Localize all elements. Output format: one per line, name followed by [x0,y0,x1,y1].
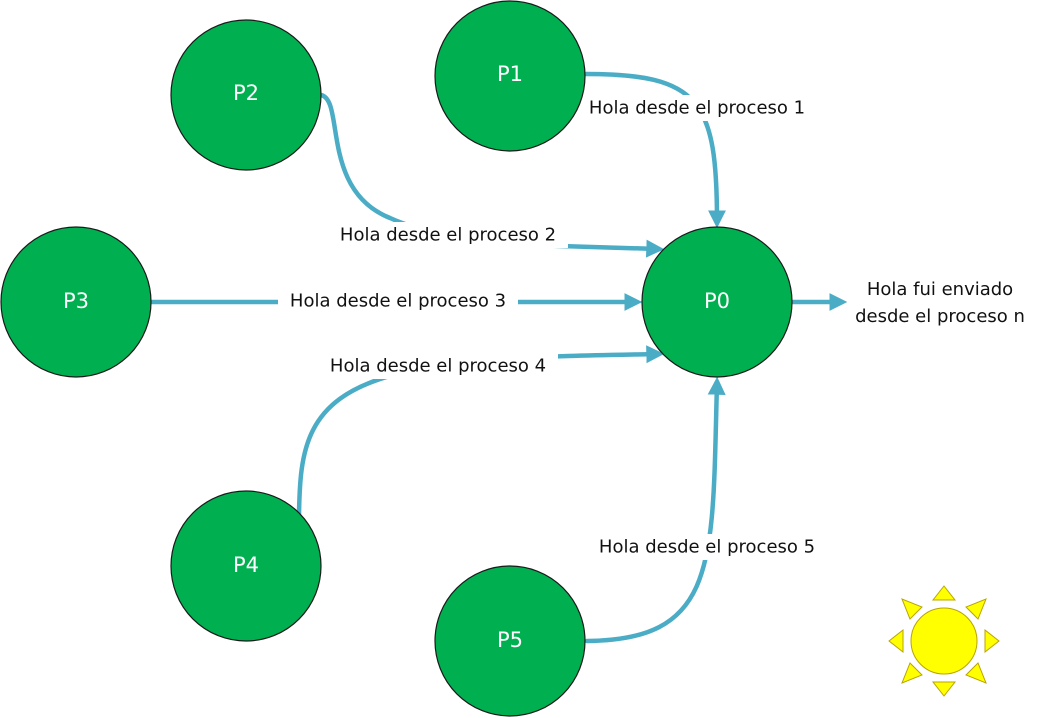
edge-label-4: Hola desde el proceso 4 [330,356,546,377]
sun-ray-top-left [901,598,923,620]
output-text: Hola fui enviado desde el proceso n [855,279,1025,327]
edge-label-5: Hola desde el proceso 5 [599,537,815,558]
edge-label-bg-3 [278,288,518,314]
edge-p5-to-p0 [584,376,726,644]
sun-ray-bottom-right [965,662,987,684]
node-p4: P4 [170,490,322,642]
node-p5-circle [434,565,586,717]
sun-ray-left [888,628,904,654]
sun-ray-top-right [965,598,987,620]
edge-label-2: Hola desde el proceso 2 [340,225,556,246]
node-p2-label: P2 [233,81,259,105]
node-p3-label: P3 [63,289,89,313]
node-p3: P3 [0,226,152,378]
node-p0: P0 [641,226,793,378]
node-p1: P1 [434,0,586,152]
node-p3-circle [0,226,152,378]
node-p0-label: P0 [704,289,730,313]
sun-ray-bottom-left [901,662,923,684]
edge-labels: Hola desde el proceso 1 Hola desde el pr… [278,95,827,560]
node-p5: P5 [434,565,586,717]
node-p1-label: P1 [497,62,523,86]
edge-label-3: Hola desde el proceso 3 [290,291,506,312]
sun-ray-bottom [931,681,957,697]
edge-label-bg-4 [318,353,558,379]
edge-label-1: Hola desde el proceso 1 [589,98,805,119]
edge-label-bg-5 [587,534,827,560]
node-p2: P2 [170,19,322,171]
node-p4-circle [170,490,322,642]
node-p5-label: P5 [497,628,523,652]
node-p0-circle [641,226,793,378]
node-p4-label: P4 [233,553,259,577]
sun-ray-top [931,585,957,601]
edge-label-bg-2 [328,222,568,248]
edge-label-bg-1 [580,95,816,121]
node-p2-circle [170,19,322,171]
output-line-2: desde el proceso n [855,306,1025,327]
sun-icon-core [910,607,978,675]
nodes: P1 P2 P3 P0 P4 P5 [0,0,793,717]
sun-icon [888,585,1000,697]
node-p1-circle [434,0,586,152]
output-line-1: Hola fui enviado [867,279,1013,300]
sun-ray-right [984,628,1000,654]
